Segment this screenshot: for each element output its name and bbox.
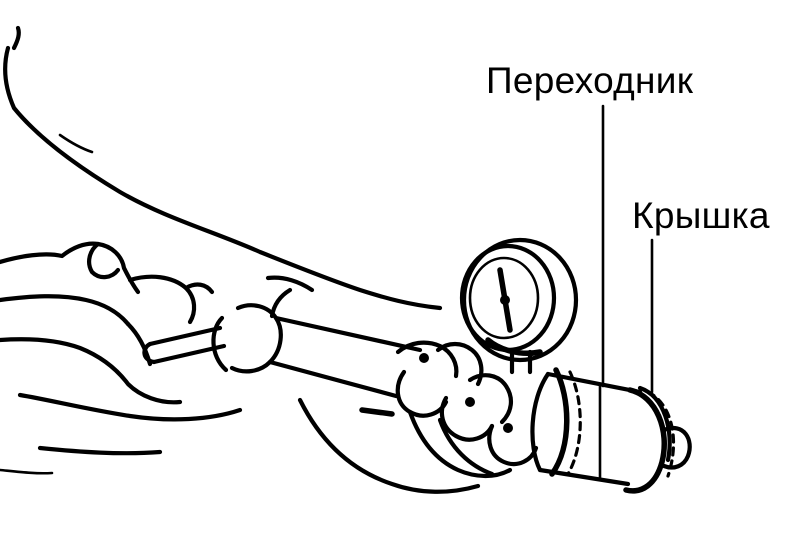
forearm — [3, 25, 443, 311]
adapter-label: Переходник — [486, 60, 694, 101]
cap-label: Крышка — [632, 195, 770, 236]
adapter-body — [530, 367, 643, 487]
radiator-cap — [623, 385, 692, 494]
right-hand — [297, 340, 539, 494]
leader-lines — [601, 104, 654, 394]
left-hand — [0, 241, 243, 475]
pressure-gauge — [459, 237, 579, 375]
pump-barrel — [211, 275, 423, 417]
